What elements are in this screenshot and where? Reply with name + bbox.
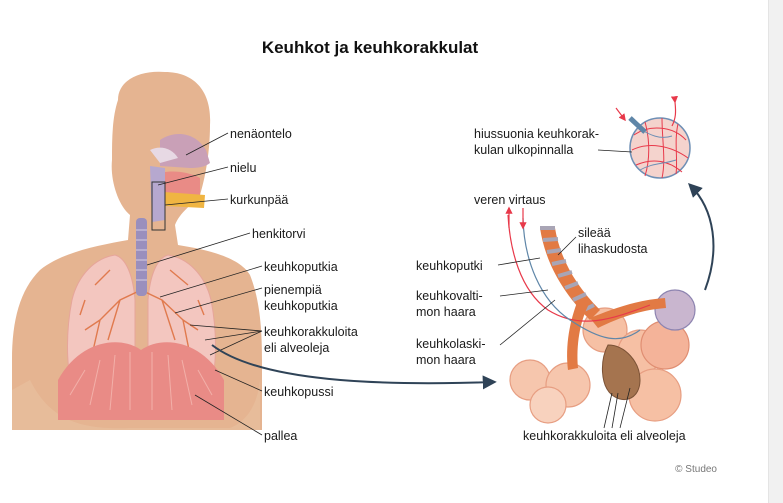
alveoli-cluster [510, 290, 695, 423]
label-henkitorvi: henkitorvi [252, 226, 306, 242]
label-sileaa-line2: lihaskudosta [578, 241, 648, 257]
label-valtimo-line1: keuhkovalti- [416, 288, 483, 304]
capillary-alveolus [616, 102, 690, 178]
label-alveoleja-oikea: keuhkorakkuloita eli alveoleja [523, 428, 686, 444]
label-laskimo-line1: keuhkolaski- [416, 336, 485, 352]
trachea [136, 218, 147, 296]
label-alveoleja-line1: keuhkorakkuloita [264, 324, 358, 340]
label-laskimo-line2: mon haara [416, 352, 476, 368]
label-kurkunpaa: kurkunpää [230, 192, 288, 208]
copyright-notice: © Studeo [675, 464, 717, 475]
label-veren-virtaus: veren virtaus [474, 192, 546, 208]
label-pallea: pallea [264, 428, 297, 444]
label-pienempia-line2: keuhkoputkia [264, 298, 338, 314]
label-nenaontelo: nenäontelo [230, 126, 292, 142]
label-valtimo-line2: mon haara [416, 304, 476, 320]
alveoli-to-capillary-arrow [690, 185, 713, 290]
label-nielu: nielu [230, 160, 256, 176]
label-pienempia-line1: pienempiä [264, 282, 322, 298]
label-alveoleja-line2: eli alveoleja [264, 340, 329, 356]
diaphragm [58, 342, 224, 420]
window-edge [768, 0, 783, 503]
label-keuhkopussi: keuhkopussi [264, 384, 334, 400]
label-keuhkoputki: keuhkoputki [416, 258, 483, 274]
label-hiussuonia-line2: kulan ulkopinnalla [474, 142, 573, 158]
label-sileaa-line1: sileää [578, 225, 611, 241]
label-keuhkoputkia: keuhkoputkia [264, 259, 338, 275]
label-hiussuonia-line1: hiussuonia keuhkorak- [474, 126, 599, 142]
diagram-title: Keuhkot ja keuhkorakkulat [0, 38, 740, 58]
